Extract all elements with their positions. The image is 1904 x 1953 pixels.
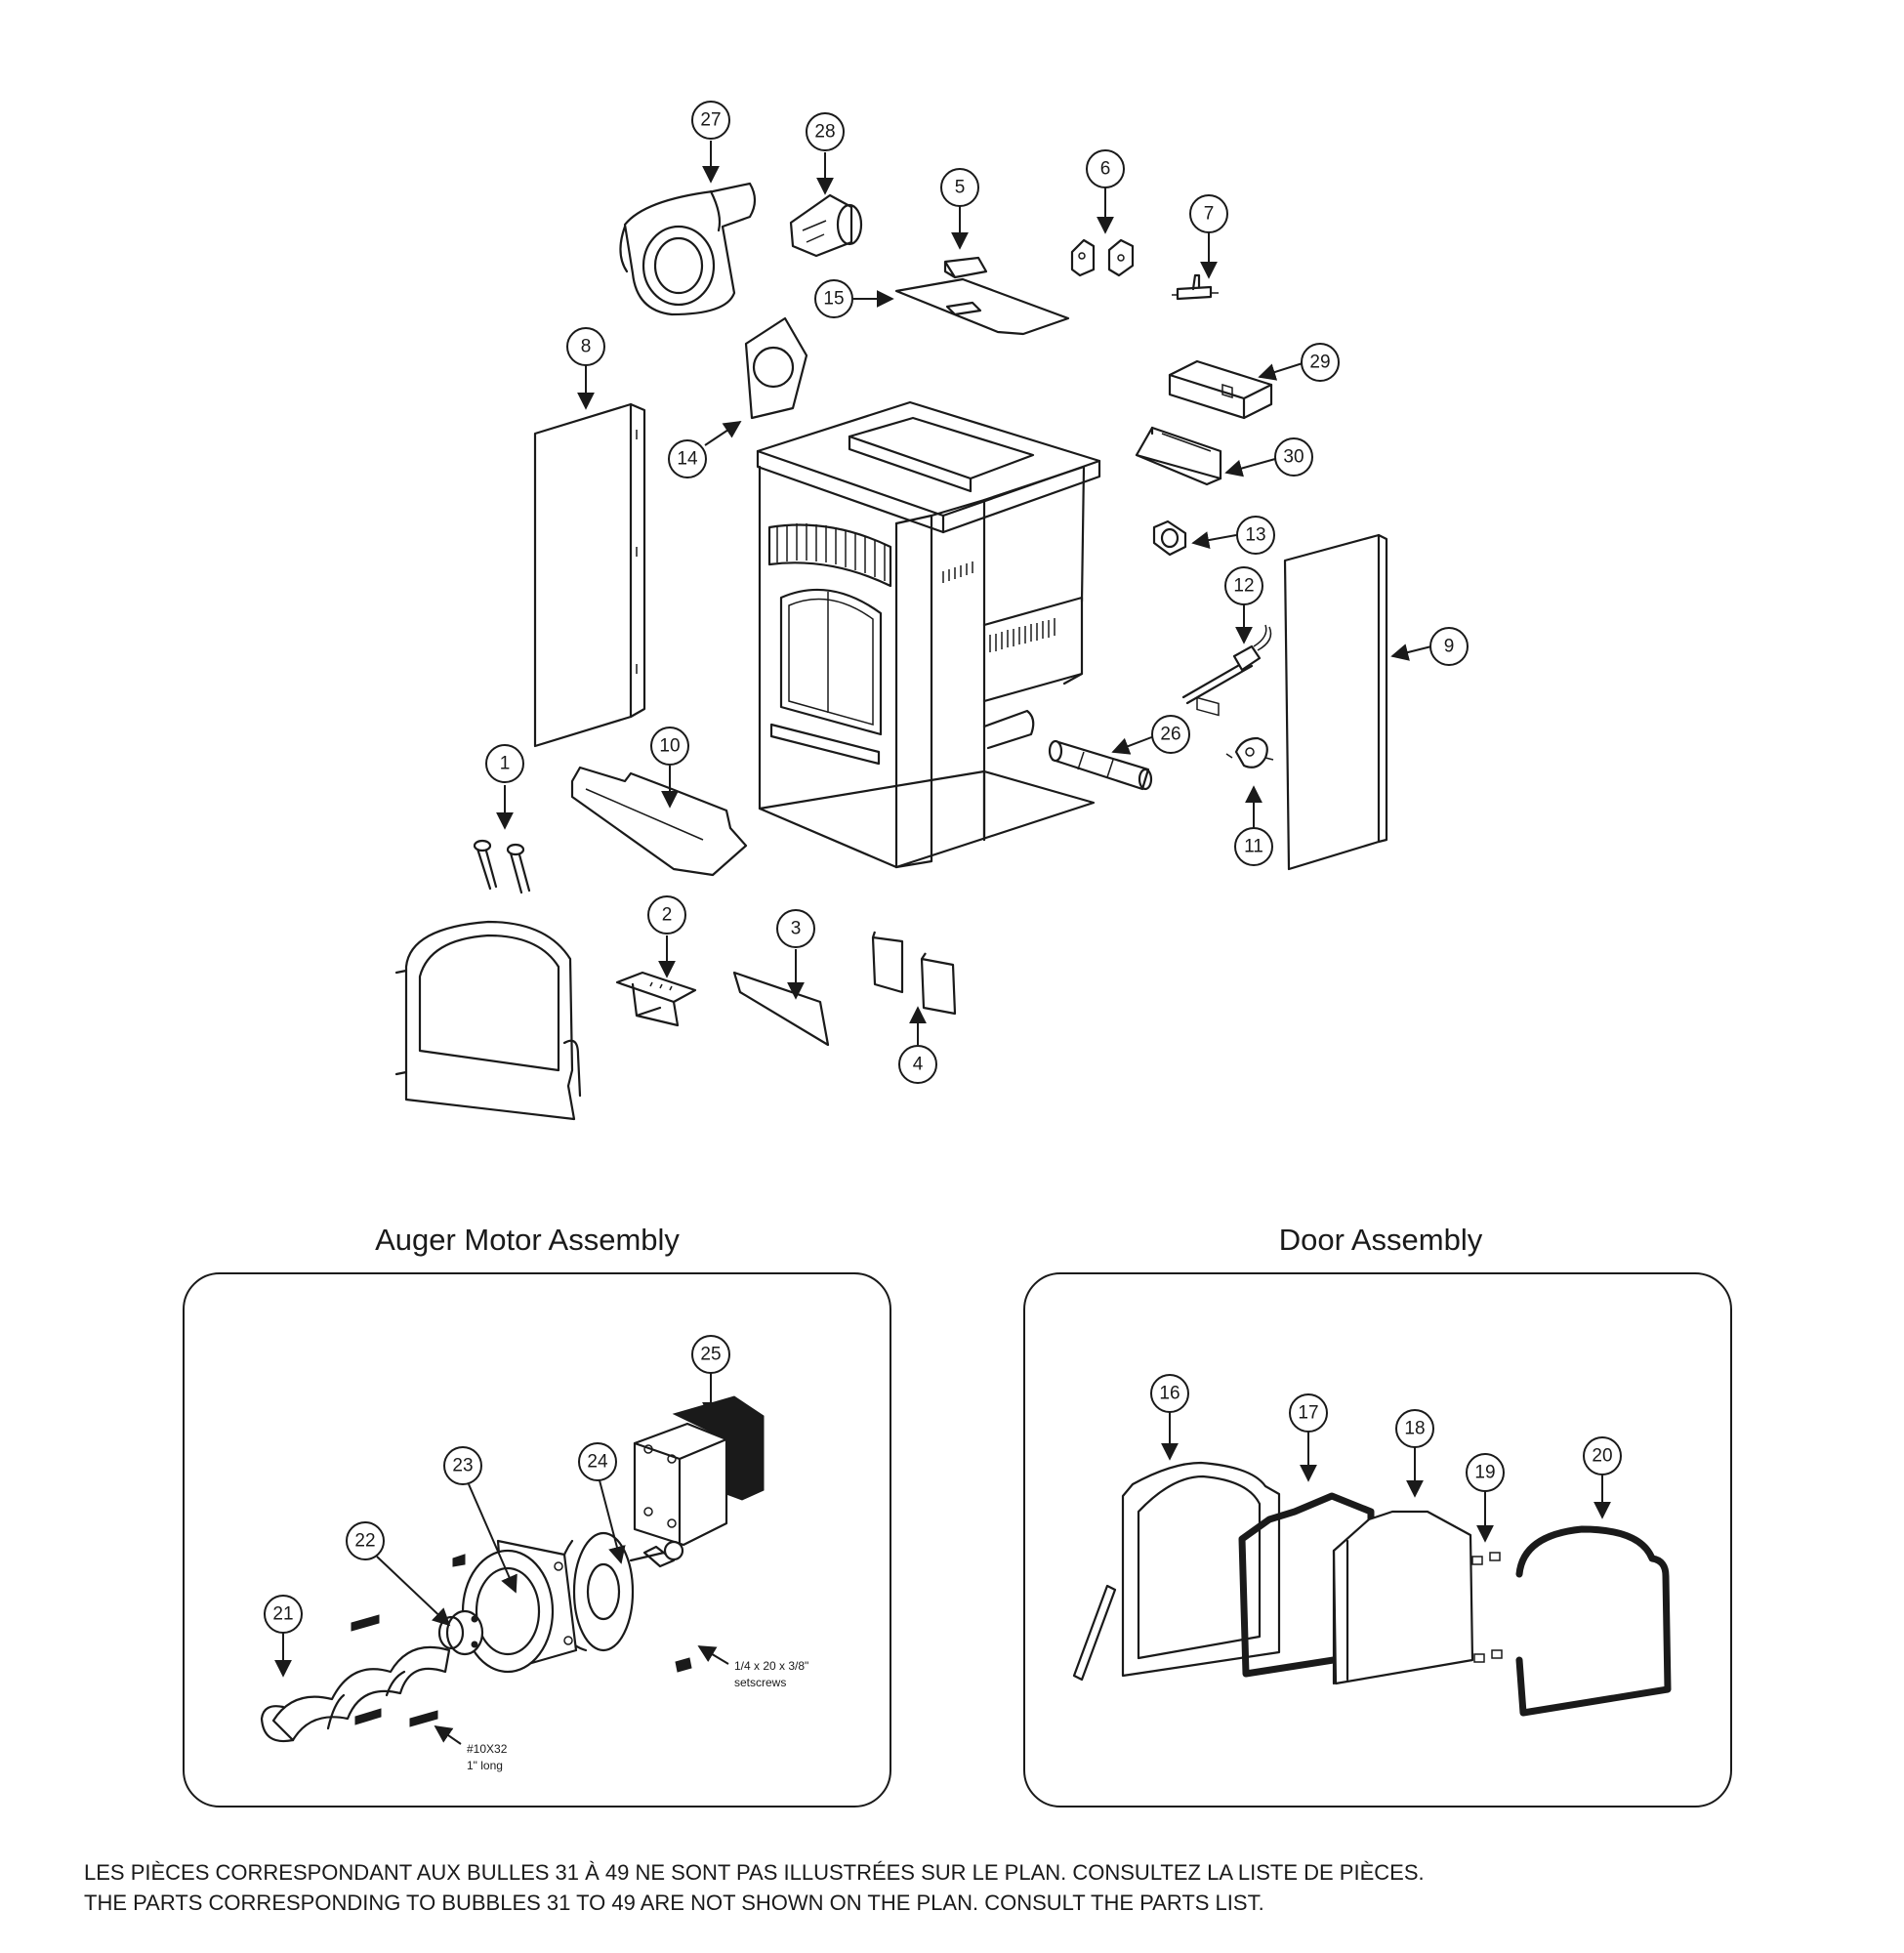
svg-text:6: 6: [1100, 159, 1111, 180]
part-4-clips: [871, 931, 957, 1016]
part-2-bracket: [615, 971, 697, 1027]
svg-text:7: 7: [1204, 204, 1215, 225]
part-11-sensor: [1225, 736, 1274, 769]
part-30-bracket: [1135, 426, 1222, 486]
svg-text:30: 30: [1283, 447, 1304, 468]
part-12-igniter: [1181, 624, 1272, 705]
auger-assembly-title: Auger Motor Assembly: [375, 1223, 680, 1257]
bubble-27: 27: [691, 101, 730, 140]
callout-arrows: [274, 141, 1611, 1745]
svg-text:11: 11: [1244, 837, 1263, 857]
stove-body: [756, 400, 1101, 869]
door-assembly-panel: [1023, 1272, 1732, 1808]
bubble-13: 13: [1236, 516, 1275, 555]
svg-text:21: 21: [272, 1604, 293, 1625]
part-9-right-panel: [1283, 533, 1388, 871]
svg-text:28: 28: [814, 122, 835, 143]
bubble-21: 21: [264, 1595, 303, 1634]
bubble-1: 1: [485, 744, 524, 783]
svg-text:5: 5: [955, 178, 966, 198]
svg-text:25: 25: [700, 1345, 721, 1365]
footer-note-fr: LES PIÈCES CORRESPONDANT AUX BULLES 31 À…: [84, 1860, 1425, 1885]
svg-text:24: 24: [587, 1452, 608, 1473]
part-7-switch: [1172, 273, 1219, 301]
svg-text:3: 3: [791, 919, 802, 939]
part-1-bolts: [473, 839, 531, 894]
bubble-3: 3: [776, 909, 815, 948]
bubble-8: 8: [566, 327, 605, 366]
bubble-19: 19: [1466, 1453, 1505, 1492]
bubble-28: 28: [806, 112, 845, 151]
svg-text:2: 2: [662, 905, 673, 926]
bubble-22: 22: [346, 1521, 385, 1560]
svg-text:12: 12: [1233, 576, 1254, 597]
svg-text:8: 8: [581, 337, 592, 357]
bubble-26: 26: [1151, 715, 1190, 754]
svg-text:14: 14: [677, 449, 698, 470]
bubble-29: 29: [1301, 343, 1340, 382]
bubble-11: 11: [1234, 827, 1273, 866]
svg-text:1: 1: [500, 754, 511, 774]
bubble-10: 10: [650, 727, 689, 766]
setscrews-note-line2: setscrews: [734, 1676, 786, 1689]
part-26-tube: [1048, 739, 1153, 791]
bubble-18: 18: [1395, 1409, 1434, 1448]
bubble-24: 24: [578, 1442, 617, 1481]
svg-text:4: 4: [913, 1055, 924, 1075]
svg-text:22: 22: [354, 1531, 375, 1552]
svg-text:23: 23: [452, 1456, 473, 1476]
svg-text:17: 17: [1298, 1403, 1318, 1424]
svg-text:18: 18: [1404, 1419, 1425, 1439]
svg-text:26: 26: [1160, 725, 1180, 745]
svg-text:27: 27: [700, 110, 721, 131]
setscrews-note-line1: 1/4 x 20 x 3/8": [734, 1659, 808, 1673]
part-14-gasket: [744, 316, 808, 420]
part-15-plate: [894, 277, 1070, 336]
footer-note: LES PIÈCES CORRESPONDANT AUX BULLES 31 À…: [84, 1857, 1425, 1918]
combustion-blower: [619, 182, 757, 316]
bubble-20: 20: [1583, 1436, 1622, 1475]
svg-text:29: 29: [1309, 353, 1330, 373]
svg-text:9: 9: [1444, 637, 1455, 657]
exhaust-adapter: [789, 193, 863, 258]
svg-text:16: 16: [1159, 1384, 1180, 1404]
auger-motor-assembly-drawing: [260, 1395, 765, 1743]
bubble-25: 25: [691, 1335, 730, 1374]
bubble-5: 5: [940, 168, 979, 207]
svg-text:15: 15: [823, 289, 844, 310]
bolt-note-line2: 1" long: [467, 1759, 503, 1772]
bubble-14: 14: [668, 439, 707, 478]
bubble-23: 23: [443, 1446, 482, 1485]
part-3-strip: [732, 971, 830, 1047]
part-5-block: [943, 256, 988, 279]
svg-text:20: 20: [1592, 1446, 1612, 1467]
main-door: [394, 920, 582, 1121]
bolt-note-line1: #10X32: [467, 1742, 508, 1756]
footer-note-en: THE PARTS CORRESPONDING TO BUBBLES 31 TO…: [84, 1891, 1264, 1915]
door-assembly-title: Door Assembly: [1278, 1223, 1483, 1257]
bubble-4: 4: [898, 1045, 937, 1084]
bubble-30: 30: [1274, 437, 1313, 477]
bubble-15: 15: [814, 279, 853, 318]
bubble-16: 16: [1150, 1374, 1189, 1413]
svg-text:10: 10: [659, 736, 680, 757]
svg-text:19: 19: [1474, 1463, 1495, 1483]
bubble-6: 6: [1086, 149, 1125, 188]
svg-text:13: 13: [1245, 525, 1265, 546]
bubble-12: 12: [1224, 566, 1263, 605]
part-13-gasket: [1152, 519, 1187, 557]
part-8-left-panel: [533, 402, 646, 748]
part-6-hinges: [1070, 238, 1135, 277]
bubble-2: 2: [647, 895, 686, 935]
part-29-control-board: [1168, 359, 1273, 717]
bubble-17: 17: [1289, 1393, 1328, 1433]
auger-assembly-panel: [183, 1272, 891, 1808]
bubble-9: 9: [1429, 627, 1469, 666]
bubble-7: 7: [1189, 194, 1228, 233]
part-10-baffle: [570, 766, 748, 877]
door-assembly-drawing: [1072, 1461, 1672, 1717]
